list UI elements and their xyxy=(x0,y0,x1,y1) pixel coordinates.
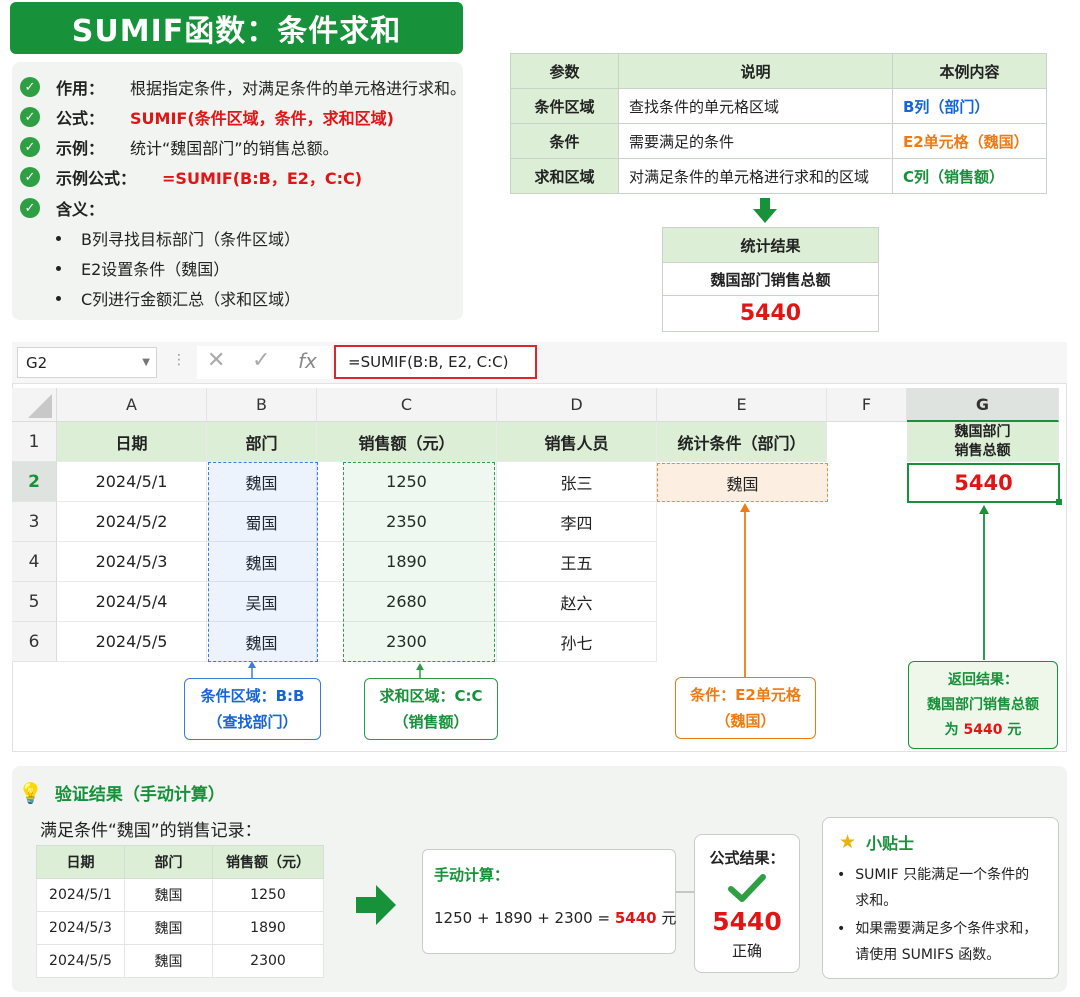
check-icon: ✓ xyxy=(20,137,40,157)
cell-date[interactable]: 2024/5/2 xyxy=(57,502,207,542)
header-cell-sales[interactable]: 销售额（元） xyxy=(317,422,497,462)
cell-person[interactable]: 张三 xyxy=(497,462,657,502)
chevron-down-icon[interactable]: ▼ xyxy=(142,357,150,368)
cell-sales[interactable]: 2680 xyxy=(317,582,497,622)
column-header-b[interactable]: B xyxy=(207,388,317,422)
column-header-e[interactable]: E xyxy=(657,388,827,422)
column-header-f[interactable]: F xyxy=(827,388,907,422)
cell-sales[interactable]: 1890 xyxy=(317,542,497,582)
verify-subtitle: 满足条件“魏国”的销售记录： xyxy=(40,821,262,841)
info-row-purpose: ✓ 作用： 根据指定条件，对满足条件的单元格进行求和。 xyxy=(20,75,466,99)
formula-result-box: 公式结果： 5440 正确 xyxy=(694,834,800,973)
column-header-g[interactable]: G xyxy=(907,388,1059,422)
checkmark-icon xyxy=(728,874,766,902)
row-header[interactable]: 2 xyxy=(12,462,57,502)
table-row: 2024/5/3 魏国 1890 xyxy=(36,911,324,945)
confirm-icon[interactable]: ✓ xyxy=(252,348,271,373)
check-icon: ✓ xyxy=(20,167,40,187)
check-icon: ✓ xyxy=(20,198,40,218)
more-icon: ⋮ xyxy=(172,352,186,368)
verify-title: 💡 验证结果（手动计算） xyxy=(18,780,225,806)
page-title: SUMIF函数：条件求和 xyxy=(10,2,463,54)
cell-dept[interactable]: 魏国 xyxy=(207,542,317,582)
select-all-corner[interactable] xyxy=(12,388,57,422)
row-header[interactable]: 3 xyxy=(12,502,57,542)
cell-g2-result[interactable]: 5440 xyxy=(907,463,1060,503)
name-box[interactable]: G2 ▼ xyxy=(17,347,157,378)
verify-table: 日期 部门 销售额（元） 2024/5/1 魏国 1250 2024/5/3 魏… xyxy=(36,845,324,978)
meaning-bullet: E2设置条件（魏国） xyxy=(56,256,229,280)
column-header-d[interactable]: D xyxy=(497,388,657,422)
cell-date[interactable]: 2024/5/5 xyxy=(57,622,207,662)
cell-date[interactable]: 2024/5/3 xyxy=(57,542,207,582)
meaning-bullet: B列寻找目标部门（条件区域） xyxy=(56,226,300,250)
callout-sum-range: 求和区域：C:C （销售额） xyxy=(364,678,498,740)
row-header[interactable]: 1 xyxy=(12,422,57,462)
table-row: 条件 需要满足的条件 E2单元格（魏国） xyxy=(510,123,1047,159)
manual-calc-box: 手动计算： 1250 + 1890 + 2300 = 5440 元 xyxy=(422,849,676,954)
tips-box: ★ 小贴士 • SUMIF 只能满足一个条件的求和。 • 如果需要满足多个条件求… xyxy=(822,817,1059,979)
connector-line xyxy=(676,891,696,893)
column-header-c[interactable]: C xyxy=(317,388,497,422)
cell-person[interactable]: 李四 xyxy=(497,502,657,542)
star-icon: ★ xyxy=(839,831,857,853)
table-row: 2024/5/5 魏国 2300 xyxy=(36,944,324,978)
info-row-meaning: ✓ 含义： xyxy=(20,196,130,220)
arrow-down-icon xyxy=(753,198,777,223)
meaning-bullet: C列进行金额汇总（求和区域） xyxy=(56,286,300,310)
header-cell-date[interactable]: 日期 xyxy=(57,422,207,462)
info-row-formula: ✓ 公式： SUMIF(条件区域，条件，求和区域) xyxy=(20,105,394,129)
row-header[interactable]: 5 xyxy=(12,582,57,622)
stat-result-box: 统计结果 魏国部门销售总额 5440 xyxy=(662,227,879,332)
param-table: 参数 说明 本例内容 条件区域 查找条件的单元格区域 B列（部门） 条件 需要满… xyxy=(510,53,1047,194)
check-icon: ✓ xyxy=(20,77,40,97)
header-cell-dept[interactable]: 部门 xyxy=(207,422,317,462)
callout-return-result: 返回结果： 魏国部门销售总额 为 5440 元 xyxy=(908,661,1058,749)
info-row-example-formula: ✓ 示例公式： =SUMIF(B:B，E2，C:C) xyxy=(20,165,362,189)
header-cell-person[interactable]: 销售人员 xyxy=(497,422,657,462)
cancel-icon[interactable]: ✕ xyxy=(207,348,226,373)
row-header[interactable]: 6 xyxy=(12,622,57,662)
header-cell-condition[interactable]: 统计条件（部门） xyxy=(657,422,827,462)
cell-dept[interactable]: 魏国 xyxy=(207,462,317,502)
formula-input[interactable]: =SUMIF(B:B, E2, C:C) xyxy=(334,345,537,379)
header-cell-result[interactable]: 魏国部门 销售总额 xyxy=(907,422,1059,462)
arrow-right-icon xyxy=(356,885,396,925)
cell-person[interactable]: 赵六 xyxy=(497,582,657,622)
callout-condition: 条件：E2单元格 （魏国） xyxy=(675,677,816,739)
range-b-highlight xyxy=(208,462,318,662)
info-row-example: ✓ 示例： 统计“魏国部门”的销售总额。 xyxy=(20,135,339,159)
cell-person[interactable]: 孙七 xyxy=(497,622,657,662)
lightbulb-icon: 💡 xyxy=(18,780,43,805)
table-row: 2024/5/1 魏国 1250 xyxy=(36,878,324,912)
cell-sales[interactable]: 1250 xyxy=(317,462,497,502)
range-c-highlight xyxy=(343,462,495,662)
fx-icon[interactable]: fx xyxy=(298,349,317,373)
cell-person[interactable]: 王五 xyxy=(497,542,657,582)
info-panel xyxy=(12,62,463,320)
check-icon: ✓ xyxy=(20,107,40,127)
cell-e2-condition[interactable]: 魏国 xyxy=(657,463,828,502)
cell-dept[interactable]: 蜀国 xyxy=(207,502,317,542)
formula-bar xyxy=(12,342,1067,384)
fill-handle[interactable] xyxy=(1056,499,1062,505)
row-header[interactable]: 4 xyxy=(12,542,57,582)
cell-date[interactable]: 2024/5/4 xyxy=(57,582,207,622)
cell-dept[interactable]: 吴国 xyxy=(207,582,317,622)
cell-date[interactable]: 2024/5/1 xyxy=(57,462,207,502)
table-row: 求和区域 对满足条件的单元格进行求和的区域 C列（销售额） xyxy=(510,158,1047,194)
callout-condition-range: 条件区域：B:B （查找部门） xyxy=(184,678,321,740)
cell-sales[interactable]: 2350 xyxy=(317,502,497,542)
column-header-a[interactable]: A xyxy=(57,388,207,422)
